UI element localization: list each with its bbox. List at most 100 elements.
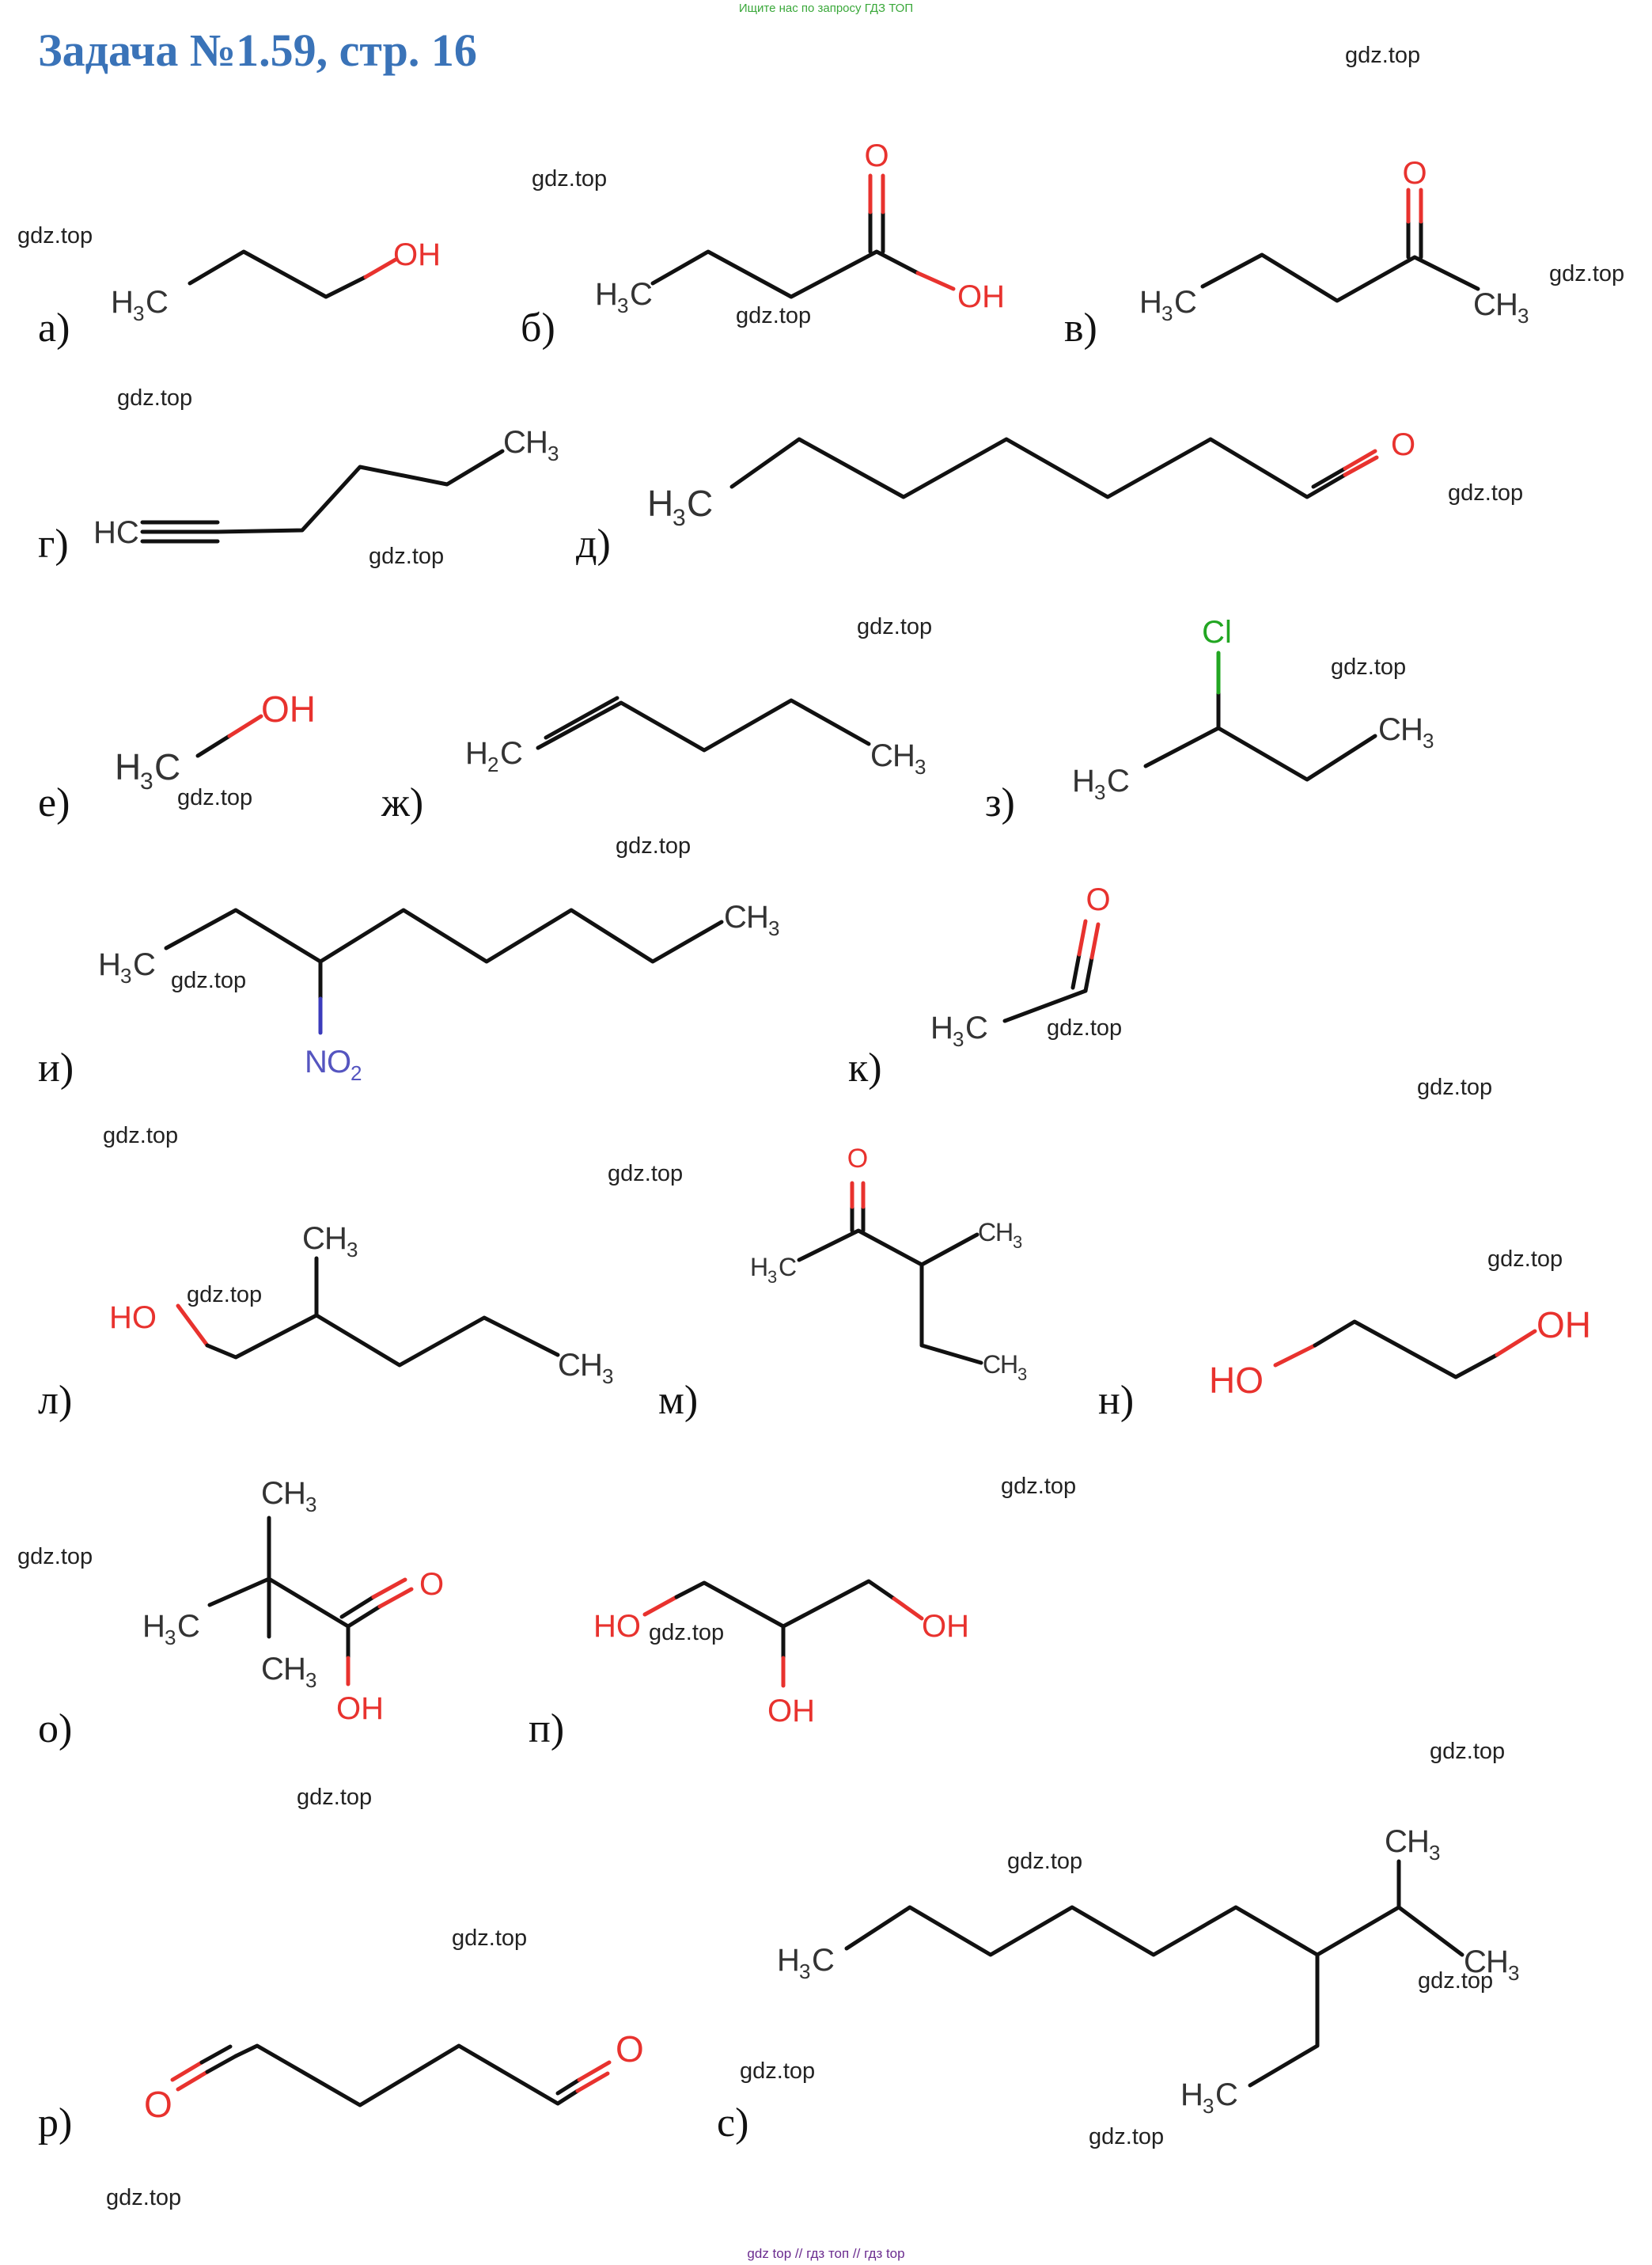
page-title: Задача №1.59, стр. 16 (38, 25, 477, 76)
formula-z: Cl H 3 C C H 3 (1072, 615, 1434, 804)
atom-label: OH (767, 1694, 815, 1728)
atom-label: H (525, 425, 548, 460)
watermark: gdz.top (452, 1925, 528, 1951)
formula-s: H 3 C C H 3 C H 3 H 3 C (777, 1824, 1519, 2118)
atom-label: H (580, 1348, 603, 1383)
atom-subscript: 3 (602, 1364, 613, 1388)
formula-r: O O (144, 2028, 644, 2125)
item-label-a: а) (38, 305, 70, 351)
atom-label: H (1486, 1944, 1509, 1979)
item-label-g: г) (38, 522, 69, 567)
watermark: gdz.top (17, 1544, 93, 1569)
atom-label: H (647, 483, 673, 524)
formula-b: O H 3 C OH (595, 138, 1005, 317)
formula-m: O H 3 C C H 3 C H 3 (750, 1144, 1027, 1384)
atom-label: C (503, 425, 526, 460)
formula-zh: H 2 C C H 3 (465, 696, 926, 779)
atom-label: H (930, 1011, 953, 1045)
atom-label: C (1464, 1944, 1487, 1979)
atom-label: O (327, 1045, 351, 1079)
item-label-p: п) (529, 1706, 565, 1751)
atom-label: H (777, 1943, 800, 1978)
atom-label: C (1473, 287, 1496, 322)
item-label-b: б) (521, 305, 555, 351)
item-label-i: и) (38, 1045, 74, 1091)
watermark: gdz.top (1089, 2124, 1165, 2149)
atom-subscript: 3 (673, 505, 686, 531)
atom-label: H (1072, 764, 1095, 799)
formula-g: HC C H 3 (93, 425, 559, 550)
atom-label: H (1407, 1824, 1430, 1859)
atom-label: H (1495, 287, 1518, 322)
atom-label: C (1174, 285, 1197, 320)
atom-label: OH (957, 279, 1005, 314)
atom-subscript: 3 (1094, 780, 1105, 804)
atom-subscript: 3 (305, 1668, 316, 1692)
watermark: gdz.top (103, 1123, 179, 1148)
atom-label: C (1215, 2077, 1238, 2112)
watermark: gdz.top (857, 614, 933, 639)
search-banner[interactable]: Ищите нас по запросу ГДЗ ТОП (738, 2, 914, 15)
atom-label: H (98, 947, 121, 982)
atom-label: C (965, 1011, 988, 1045)
atom-subscript: 3 (1429, 1841, 1440, 1865)
item-label-m: м) (658, 1378, 699, 1423)
atom-subscript: 3 (305, 1493, 316, 1516)
atom-label: OH (393, 237, 441, 272)
atom-label: O (616, 2028, 644, 2070)
atom-label: H (1139, 285, 1162, 320)
atom-label: C (1385, 1824, 1408, 1859)
atom-label: H (995, 1218, 1014, 1246)
atom-label: C (500, 736, 523, 771)
atom-label: HC (93, 515, 139, 550)
item-label-l: л) (38, 1378, 73, 1423)
atom-label: C (1378, 712, 1401, 747)
watermark: gdz.top (736, 303, 812, 328)
atom-label: HO (1209, 1360, 1264, 1401)
item-label-d: д) (576, 522, 611, 567)
atom-subscript: 3 (768, 916, 779, 940)
watermark: gdz.top (171, 968, 247, 993)
footer-links[interactable]: gdz top // гдз топ // гдз top (747, 2246, 905, 2261)
atom-label: C (302, 1221, 325, 1256)
atom-label: H (324, 1221, 347, 1256)
atom-label: C (558, 1348, 581, 1383)
atom-label: H (283, 1476, 306, 1511)
atom-label: OH (922, 1609, 969, 1644)
watermark: gdz.top (1345, 43, 1421, 68)
atom-label: N (305, 1045, 328, 1079)
item-label-v: в) (1064, 305, 1097, 351)
atom-subscript: 3 (1203, 2094, 1214, 2118)
atom-label: C (978, 1218, 996, 1246)
formula-d: O H 3 C (647, 427, 1415, 531)
watermark: gdz.top (17, 223, 93, 249)
atom-label: H (283, 1652, 306, 1686)
watermark: gdz.top (1430, 1739, 1506, 1764)
atom-label: HO (593, 1609, 641, 1644)
item-label-o: о) (38, 1706, 73, 1751)
formula-l: HO C H 3 C H 3 (109, 1221, 613, 1388)
atom-label: HO (109, 1300, 157, 1335)
atom-label: H (746, 900, 769, 935)
atom-label: H (465, 736, 488, 771)
atom-label: O (1391, 427, 1415, 462)
atom-subscript: 3 (133, 302, 144, 325)
watermark: gdz.top (1047, 1015, 1123, 1041)
formula-e: OH H 3 C (115, 689, 316, 795)
atom-label: C (724, 900, 747, 935)
atom-label: Cl (1202, 615, 1232, 650)
atom-label: C (812, 1943, 835, 1978)
atom-label: H (892, 738, 915, 773)
atom-label: C (133, 947, 156, 982)
watermark: gdz.top (106, 2185, 182, 2210)
watermark: gdz.top (740, 2058, 816, 2084)
item-label-k: к) (848, 1045, 882, 1091)
atom-label: H (750, 1253, 768, 1281)
watermark: gdz.top (177, 785, 253, 810)
atom-subscript: 3 (140, 768, 153, 795)
atom-label: H (1400, 712, 1423, 747)
formula-n: HO OH (1209, 1304, 1591, 1401)
item-label-zh: ж) (381, 780, 424, 825)
atom-subscript: 3 (1161, 302, 1173, 325)
